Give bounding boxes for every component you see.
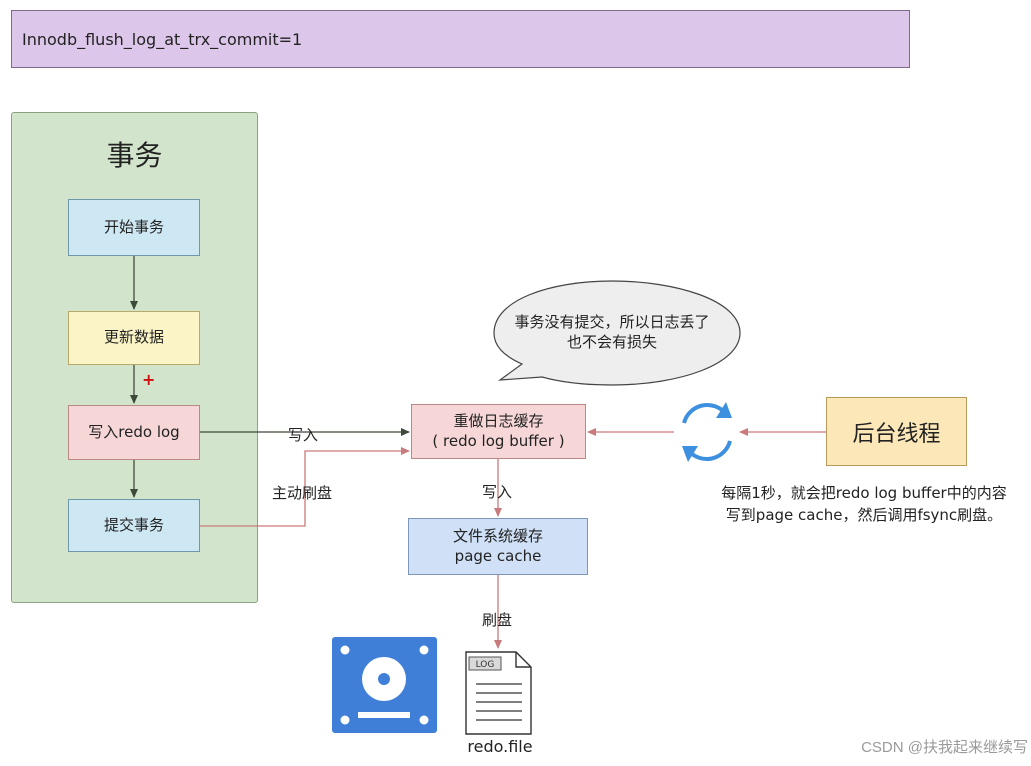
write-redo-log-label: 写入redo log xyxy=(88,422,180,441)
update-data-box: 更新数据 xyxy=(68,311,200,365)
label-active-flush: 主动刷盘 xyxy=(272,484,333,502)
background-thread-label: 后台线程 xyxy=(852,421,941,447)
refresh-cycle-icon xyxy=(682,402,732,462)
background-thread-box: 后台线程 xyxy=(826,397,967,466)
page-cache-subtitle: page cache xyxy=(454,546,542,565)
config-title-bar: Innodb_flush_log_at_trx_commit=1 xyxy=(11,10,910,68)
bubble-line-2: 也不会有损失 xyxy=(566,333,657,351)
label-flush: 刷盘 xyxy=(482,611,513,629)
begin-transaction-box: 开始事务 xyxy=(68,199,200,256)
write-redo-log-box: 写入redo log xyxy=(68,405,200,460)
note-line-2: 写到page cache，然后调用fsync刷盘。 xyxy=(725,505,1003,524)
transaction-title: 事务 xyxy=(106,139,163,172)
commit-transaction-box: 提交事务 xyxy=(68,499,200,552)
bubble-line-1: 事务没有提交，所以日志丢了 xyxy=(514,312,710,331)
update-data-label: 更新数据 xyxy=(103,328,164,347)
watermark: CSDN @扶我起来继续写 xyxy=(861,739,1028,756)
log-badge: LOG xyxy=(476,660,495,670)
label-write-to-buffer: 写入 xyxy=(288,426,319,444)
speech-bubble xyxy=(493,280,741,386)
page-cache-box: 文件系统缓存 page cache xyxy=(408,518,588,575)
commit-transaction-label: 提交事务 xyxy=(103,515,164,534)
log-file-icon xyxy=(465,651,532,735)
page-cache-title: 文件系统缓存 xyxy=(452,527,543,545)
background-thread-note: 每隔1秒，就会把redo log buffer中的内容 写到page cache… xyxy=(698,483,1030,527)
begin-transaction-label: 开始事务 xyxy=(103,217,164,236)
redo-log-buffer-subtitle: ( redo log buffer ) xyxy=(432,431,565,450)
bubble-text: 事务没有提交，所以日志丢了 也不会有损失 xyxy=(492,307,732,357)
note-line-1: 每隔1秒，就会把redo log buffer中的内容 xyxy=(721,484,1007,502)
label-write-to-cache: 写入 xyxy=(482,483,513,501)
plus-marker: + xyxy=(142,370,156,389)
redo-log-buffer-title: 重做日志缓存 xyxy=(453,412,544,430)
hard-disk-icon xyxy=(332,637,437,733)
redo-log-buffer-box: 重做日志缓存 ( redo log buffer ) xyxy=(411,404,586,459)
redo-file-label: redo.file xyxy=(467,737,533,756)
config-title: Innodb_flush_log_at_trx_commit=1 xyxy=(22,29,303,49)
arrow-commit-to-buffer xyxy=(200,447,410,527)
